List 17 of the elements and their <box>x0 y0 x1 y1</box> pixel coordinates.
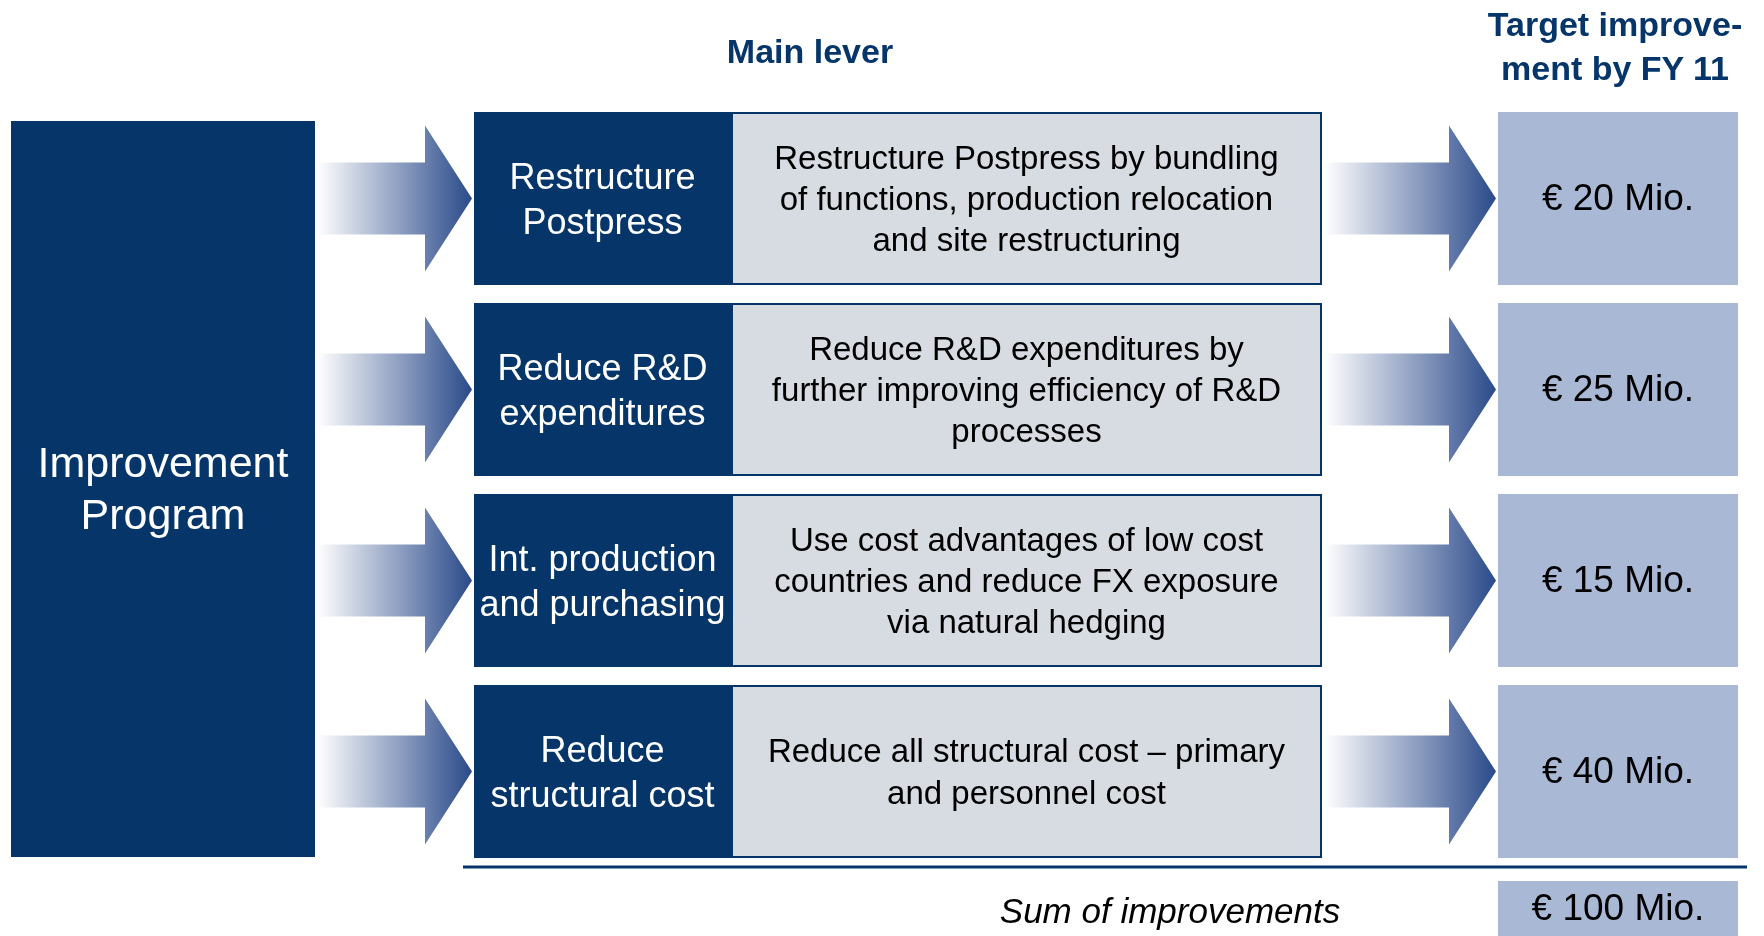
target-box: € 25 Mio. <box>1498 303 1738 476</box>
column-heading: Main lever <box>725 31 895 72</box>
description-box: Reduce R&D expenditures by further improving efficiency of R&D processes <box>731 303 1322 476</box>
description-box: Reduce all structural cost – primary and personnel cost <box>731 685 1322 858</box>
sum-label: Sum of improvements <box>998 892 1342 931</box>
lever-box: Reduce R&D expenditures <box>474 303 731 476</box>
program-box: Improvement Program <box>11 121 315 857</box>
lever-box: Restructure Postpress <box>474 112 731 285</box>
target-box: € 100 Mio. <box>1498 881 1738 936</box>
lever-box: Reduce structural cost <box>474 685 731 858</box>
description-box: Restructure Postpress by bundling of functions, production relocation and site restructuring <box>731 112 1322 285</box>
target-box: € 40 Mio. <box>1498 685 1738 858</box>
description-box: Use cost advantages of low cost countries and reduce FX exposure via natural hedging <box>731 494 1322 667</box>
lever-box: Int. production and purchasing <box>474 494 731 667</box>
target-box: € 15 Mio. <box>1498 494 1738 667</box>
column-heading: Target improve-ment by FY 11 <box>1486 4 1744 90</box>
target-box: € 20 Mio. <box>1498 112 1738 285</box>
